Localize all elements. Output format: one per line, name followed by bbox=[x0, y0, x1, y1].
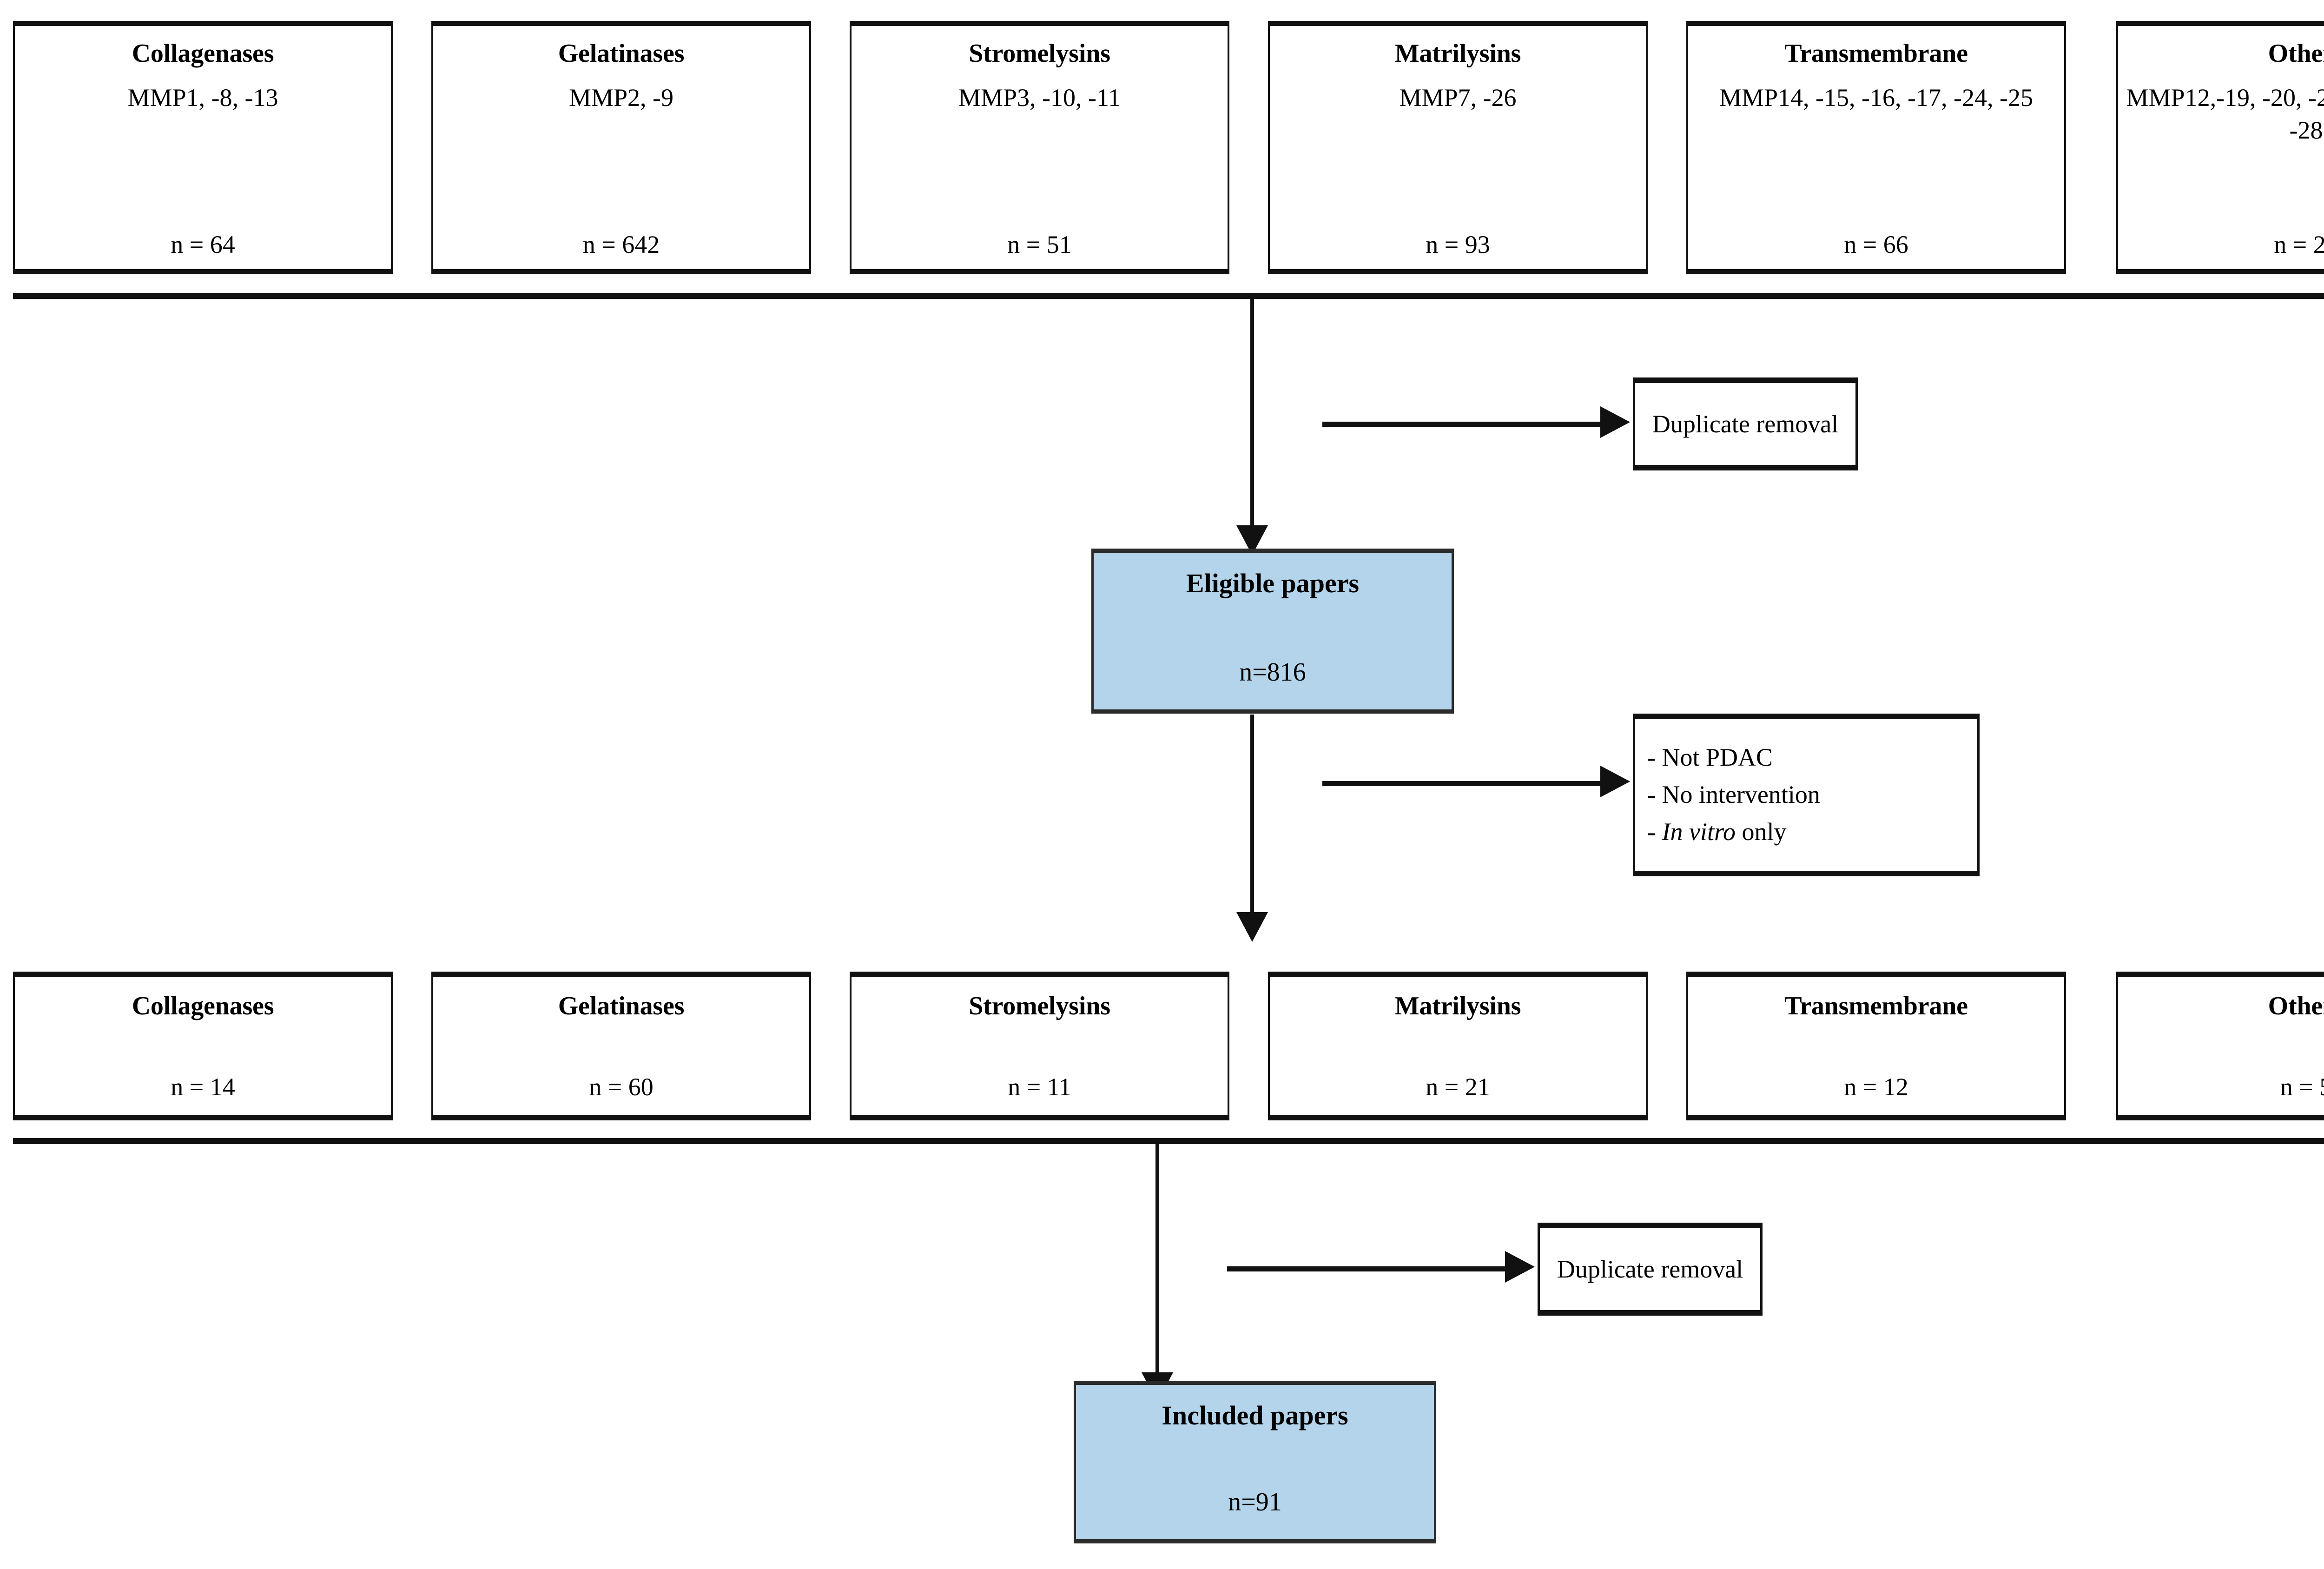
family-box-gelatinases: Gelatinases MMP2, -9 n = 642 bbox=[431, 21, 811, 274]
screened-count: n = 5 bbox=[2280, 1073, 2324, 1101]
family-count: n = 21 bbox=[2274, 231, 2324, 258]
collector-rule-bottom bbox=[13, 1138, 2324, 1144]
family-mmp-list: MMP14, -15, -16, -17, -24, -25 bbox=[1719, 83, 2033, 112]
screened-title: Matrilysins bbox=[1394, 992, 1521, 1020]
screened-box-collagenases: Collagenases n = 14 bbox=[13, 972, 393, 1120]
duplicate-removal-box-2: Duplicate removal bbox=[1538, 1223, 1763, 1316]
exclusion-item-in-vitro-only: - In vitro only bbox=[1647, 814, 1977, 851]
family-title: Transmembrane bbox=[1784, 39, 1968, 68]
collector-rule-top bbox=[13, 293, 2324, 299]
family-count: n = 64 bbox=[171, 231, 235, 258]
connector-stem-middle bbox=[1250, 715, 1254, 919]
screened-count: n = 21 bbox=[1426, 1073, 1490, 1101]
exclusion-italic-term: In vitro bbox=[1662, 817, 1736, 846]
screened-count: n = 60 bbox=[589, 1073, 654, 1101]
eligible-papers-count: n=816 bbox=[1239, 658, 1306, 687]
connector-stem-top bbox=[1250, 296, 1254, 530]
family-title: Stromelysins bbox=[969, 39, 1110, 68]
family-mmp-list: MMP3, -10, -11 bbox=[958, 83, 1121, 112]
duplicate-removal-box-1: Duplicate removal bbox=[1633, 377, 1858, 470]
exclusion-criteria-box: - Not PDAC - No intervention - In vitro … bbox=[1633, 714, 1980, 876]
family-mmp-list: MMP7, -26 bbox=[1399, 83, 1517, 112]
exclusion-dash: - bbox=[1647, 817, 1662, 846]
family-count: n = 93 bbox=[1426, 231, 1490, 258]
screened-box-stromelysins: Stromelysins n = 11 bbox=[850, 972, 1229, 1120]
screened-title: Stromelysins bbox=[969, 992, 1110, 1020]
connector-to-exclusions bbox=[1322, 781, 1601, 786]
exclusion-item-not-pdac: - Not PDAC bbox=[1647, 743, 1773, 772]
screened-title: Others bbox=[2268, 992, 2324, 1020]
family-box-matrilysins: Matrilysins MMP7, -26 n = 93 bbox=[1268, 21, 1648, 274]
arrowhead-to-row2 bbox=[1236, 912, 1268, 942]
arrowhead-to-exclusions bbox=[1600, 766, 1630, 797]
connector-stem-bottom bbox=[1155, 1141, 1159, 1378]
family-title: Matrilysins bbox=[1394, 39, 1521, 68]
eligible-papers-box: Eligible papers n=816 bbox=[1091, 549, 1454, 714]
family-mmp-list: MMP1, -8, -13 bbox=[127, 83, 278, 112]
screened-title: Collagenases bbox=[132, 992, 274, 1020]
included-papers-title: Included papers bbox=[1162, 1400, 1348, 1430]
included-papers-box: Included papers n=91 bbox=[1074, 1381, 1436, 1543]
connector-to-duplicate-removal-1 bbox=[1322, 422, 1601, 427]
family-count: n = 66 bbox=[1844, 231, 1908, 258]
duplicate-removal-label: Duplicate removal bbox=[1557, 1255, 1743, 1283]
family-box-transmembrane: Transmembrane MMP14, -15, -16, -17, -24,… bbox=[1686, 21, 2066, 274]
exclusion-item-no-intervention: - No intervention bbox=[1647, 781, 1820, 809]
screened-box-transmembrane: Transmembrane n = 12 bbox=[1686, 972, 2066, 1120]
arrowhead-to-duplicate-removal-2 bbox=[1505, 1251, 1535, 1283]
family-mmp-list: MMP2, -9 bbox=[568, 83, 674, 112]
family-mmp-list: MMP12,-19, -20, -21, -22, -23, -27, -28 bbox=[2126, 83, 2324, 144]
eligible-papers-title: Eligible papers bbox=[1186, 568, 1360, 598]
family-box-collagenases: Collagenases MMP1, -8, -13 n = 64 bbox=[13, 21, 393, 274]
family-title: Others bbox=[2268, 39, 2324, 68]
screened-title: Gelatinases bbox=[558, 992, 685, 1020]
duplicate-removal-label: Duplicate removal bbox=[1652, 410, 1839, 438]
family-box-stromelysins: Stromelysins MMP3, -10, -11 n = 51 bbox=[850, 21, 1229, 274]
screened-count: n = 11 bbox=[1008, 1073, 1071, 1101]
family-count: n = 51 bbox=[1007, 231, 1072, 258]
family-title: Gelatinases bbox=[558, 39, 685, 68]
family-title: Collagenases bbox=[132, 39, 274, 68]
arrowhead-to-duplicate-removal-1 bbox=[1600, 406, 1630, 438]
screened-box-matrilysins: Matrilysins n = 21 bbox=[1268, 972, 1648, 1120]
exclusion-rest: only bbox=[1735, 817, 1787, 846]
family-count: n = 642 bbox=[582, 231, 660, 258]
connector-to-duplicate-removal-2 bbox=[1227, 1266, 1506, 1271]
included-papers-count: n=91 bbox=[1228, 1488, 1282, 1516]
screened-title: Transmembrane bbox=[1784, 992, 1968, 1020]
screened-count: n = 12 bbox=[1844, 1073, 1908, 1101]
screened-box-others: Others n = 5 bbox=[2116, 972, 2324, 1120]
family-box-others: Others MMP12,-19, -20, -21, -22, -23, -2… bbox=[2116, 21, 2324, 274]
screened-count: n = 14 bbox=[171, 1073, 235, 1101]
screened-box-gelatinases: Gelatinases n = 60 bbox=[431, 972, 811, 1120]
